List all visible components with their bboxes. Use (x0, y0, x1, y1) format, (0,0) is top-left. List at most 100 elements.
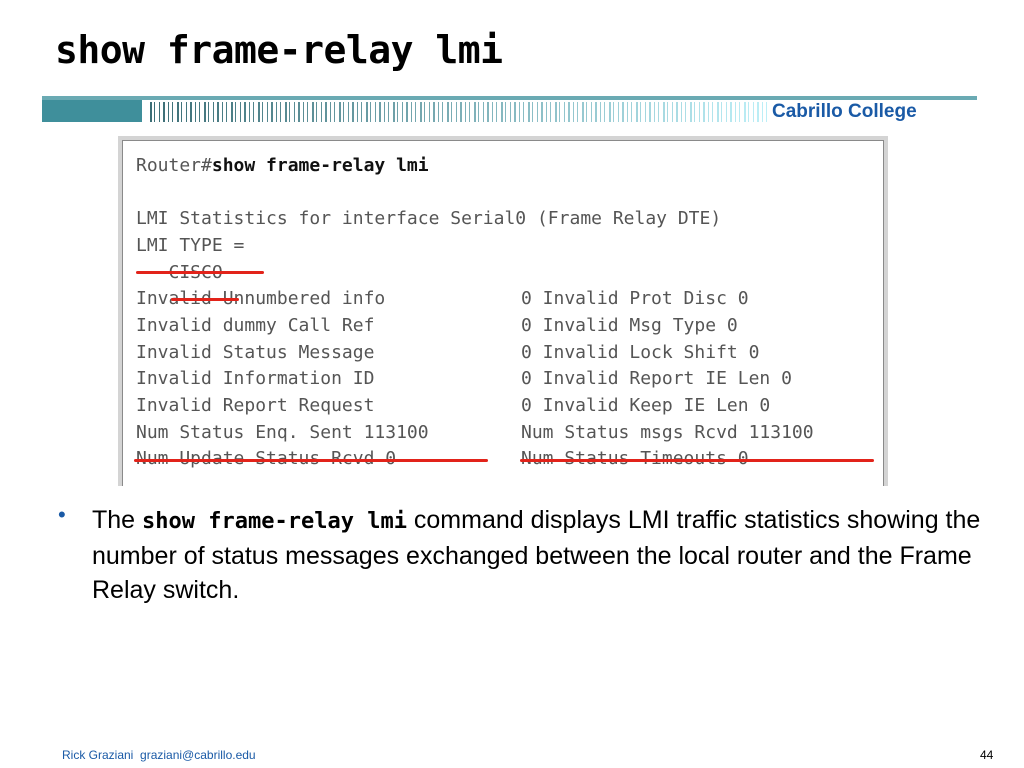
band-tick (663, 102, 665, 122)
band-tick (492, 102, 493, 122)
band-tick (384, 102, 385, 122)
band-tick (735, 102, 736, 122)
band-tick (316, 102, 317, 122)
band-tick (694, 102, 695, 122)
band-tick (667, 102, 668, 122)
band-tick (213, 102, 214, 122)
band-tick (636, 102, 638, 122)
band-tick (595, 102, 597, 122)
terminal-command: show frame-relay lmi (211, 155, 429, 176)
band-tick (289, 102, 290, 122)
band-tick (712, 102, 713, 122)
band-tick (172, 102, 173, 122)
stat-right: 0 Invalid Report IE Len 0 (521, 368, 792, 389)
bullet-lead: The (92, 506, 143, 534)
band-tick (226, 102, 227, 122)
cabrillo-college-logo: Cabrillo College (772, 101, 917, 122)
band-tick (586, 102, 587, 122)
band-tick (235, 102, 236, 122)
band-tick (627, 102, 628, 122)
band-tick (352, 102, 354, 122)
stat-right: 0 Invalid Keep IE Len 0 (521, 395, 771, 416)
band-tick (339, 102, 341, 122)
band-tick (505, 102, 506, 122)
band-tick (420, 102, 422, 122)
band-tick (708, 102, 709, 122)
band-tick (690, 102, 692, 122)
band-tick (217, 102, 219, 122)
band-tick (397, 102, 398, 122)
band-tick (618, 102, 619, 122)
band-tick (204, 102, 206, 122)
band-tick (699, 102, 700, 122)
band-tick (766, 102, 767, 122)
stat-right: Num Status msgs Rcvd 113100 (521, 422, 814, 443)
band-tick (375, 102, 376, 122)
band-tick (681, 102, 682, 122)
band-tick (222, 102, 223, 122)
lmi-type-underline (136, 271, 264, 274)
band-tick (474, 102, 476, 122)
band-tick (685, 102, 686, 122)
stat-right: 0 Invalid Prot Disc 0 (521, 288, 749, 309)
band-tick (645, 102, 646, 122)
band-tick (744, 102, 746, 122)
band-tick (564, 102, 565, 122)
band-tick (640, 102, 641, 122)
band-tick (721, 102, 722, 122)
band-tick (163, 102, 165, 122)
band-tick (442, 102, 443, 122)
band-tick (190, 102, 192, 122)
band-tick (573, 102, 574, 122)
bullet-text: The show frame-relay lmi command display… (92, 503, 992, 607)
band-tick (325, 102, 327, 122)
band-tick (253, 102, 254, 122)
terminal-prompt: Router# (136, 155, 212, 176)
band-tick (528, 102, 530, 122)
band-tick (294, 102, 295, 122)
band-tick (550, 102, 551, 122)
band-tick (424, 102, 425, 122)
band-tick (757, 102, 759, 122)
band-tick (717, 102, 719, 122)
header-band-graphic (42, 96, 977, 122)
band-tick (514, 102, 516, 122)
band-tick (703, 102, 705, 122)
band-tick (208, 102, 209, 122)
stat-left: Invalid Report Request (136, 395, 375, 416)
band-tick (415, 102, 416, 122)
band-tick (276, 102, 277, 122)
band-tick (307, 102, 308, 122)
band-tick (577, 102, 578, 122)
band-tick (186, 102, 187, 122)
band-tick (334, 102, 335, 122)
band-tick (541, 102, 543, 122)
band-tick (523, 102, 524, 122)
band-tick (568, 102, 570, 122)
band-tick (537, 102, 538, 122)
band-tick (267, 102, 268, 122)
stat-left: Num Status Enq. Sent 113100 (136, 422, 429, 443)
band-tick (154, 102, 155, 122)
band-tick (622, 102, 624, 122)
band-tick (600, 102, 601, 122)
band-tick (357, 102, 358, 122)
band-tick (469, 102, 470, 122)
band-tick (483, 102, 484, 122)
band-tick (762, 102, 763, 122)
stat-right: 0 Invalid Lock Shift 0 (521, 342, 760, 363)
terminal-line: LMI TYPE = (136, 235, 245, 256)
band-tick (388, 102, 389, 122)
band-tick (177, 102, 179, 122)
band-tick (231, 102, 233, 122)
band-tick (240, 102, 241, 122)
band-tick (501, 102, 503, 122)
bullet-command: show frame-relay lmi (142, 509, 407, 534)
stat-left: Invalid dummy Call Ref (136, 315, 375, 336)
band-tick (591, 102, 592, 122)
band-tick (433, 102, 435, 122)
band-tick (456, 102, 457, 122)
band-tick (285, 102, 287, 122)
band-tick (582, 102, 584, 122)
